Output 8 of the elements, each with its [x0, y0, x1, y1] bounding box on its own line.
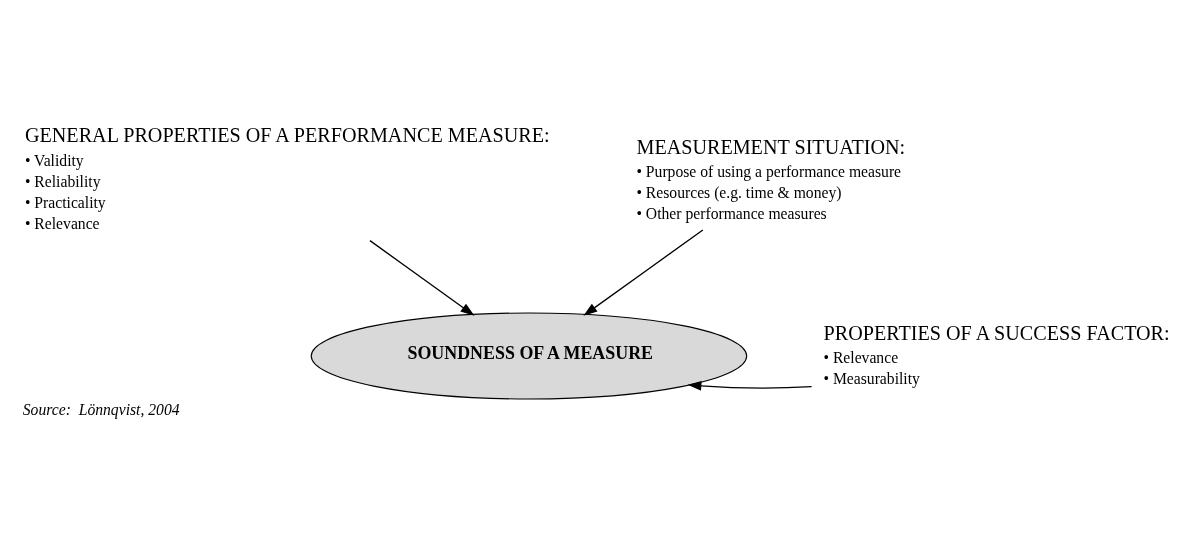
- node-text: PROPERTIES OF A SUCCESS FACTOR: • Relevance • Measurability: [823, 321, 1170, 387]
- arrow: [583, 228, 704, 316]
- node-text: MEASUREMENT SITUATION: • Purpose of using a performance measure • Resources (e.g. time & money) • Other performance measures: [636, 135, 906, 222]
- arrow: [687, 380, 813, 391]
- node-text: GENERAL PROPERTIES OF A PERFORMANCE MEASURE: • Validity • Reliability • Practicality • Relevance: [24, 123, 550, 232]
- caption: Source: Lönnqvist, 2004: [22, 400, 180, 418]
- node-ellipse: SOUNDNESS OF A MEASURE: [310, 311, 748, 400]
- arrow: [369, 239, 475, 316]
